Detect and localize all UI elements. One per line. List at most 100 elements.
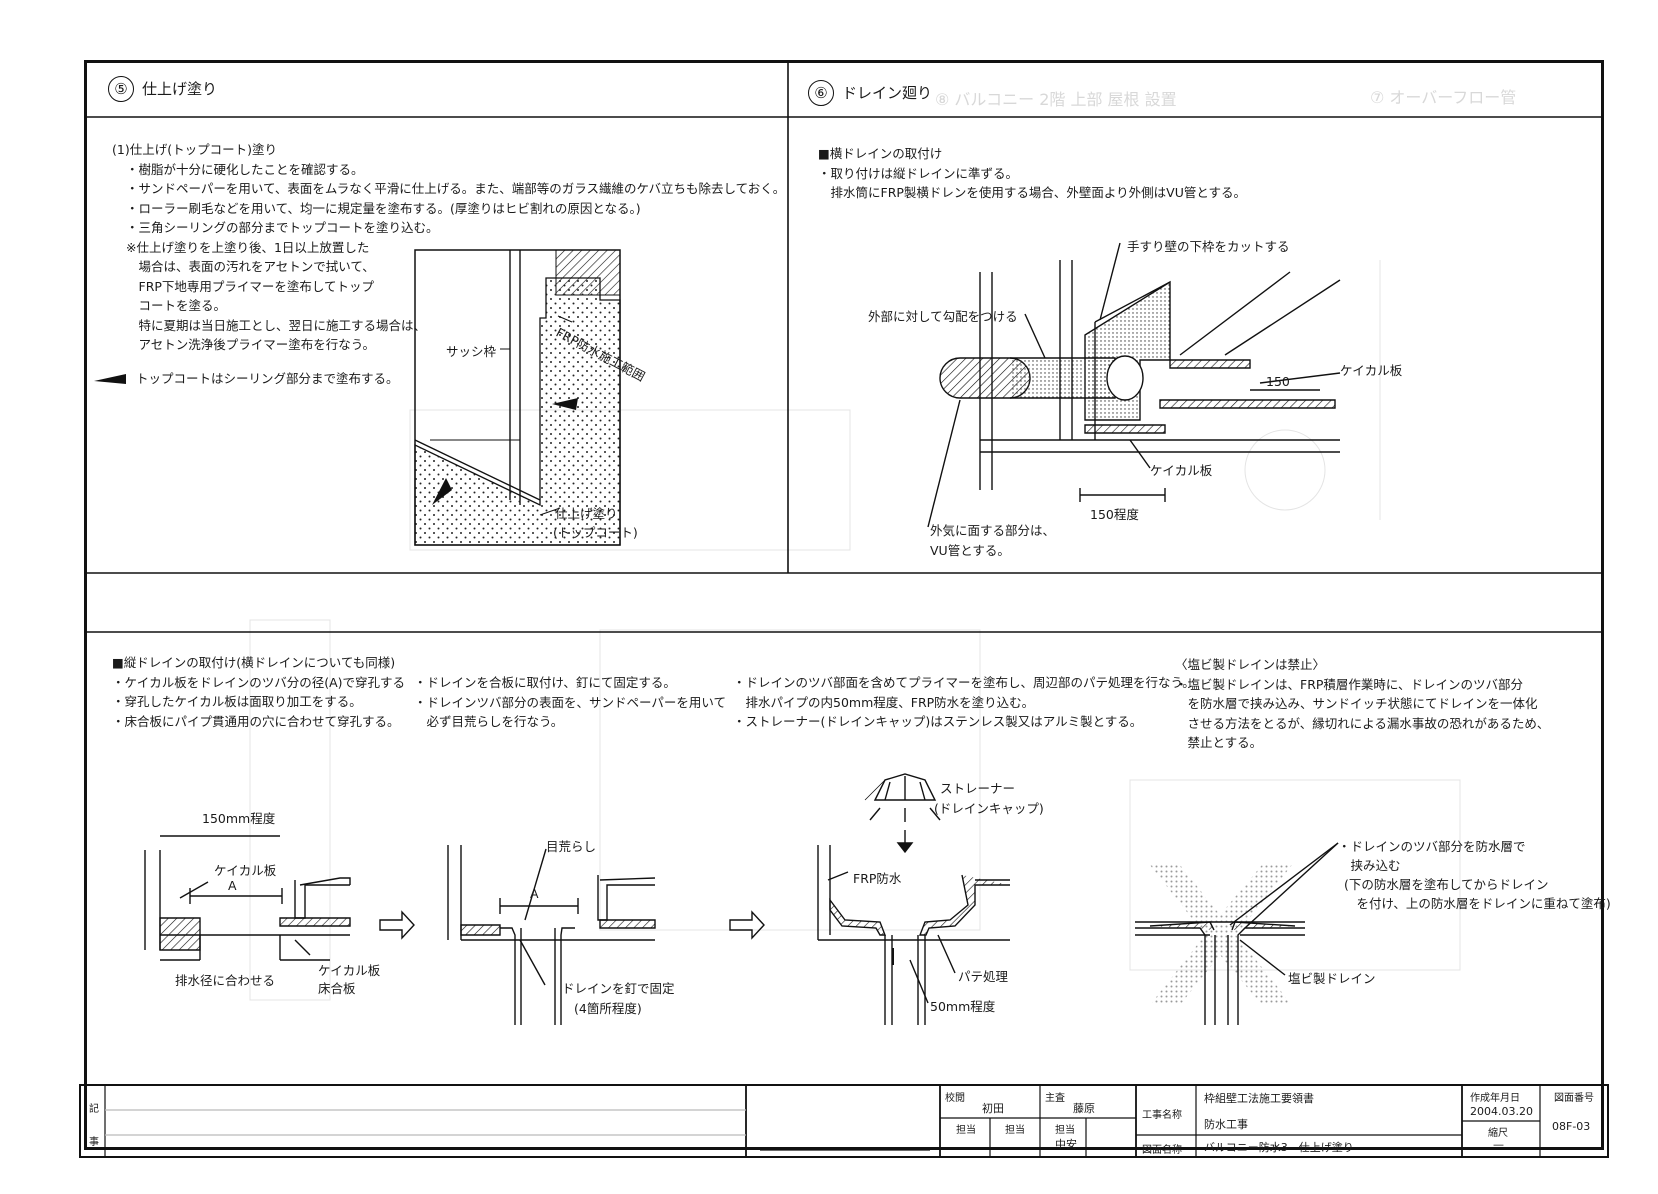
text-line: FRP下地専用プライマーを塗布してトップ — [126, 278, 375, 294]
vu-pipe-label-2: VU管とする。 — [930, 543, 1010, 558]
text-line: ・塩ビ製ドレインは、FRP積層作業時に、ドレインのツバ部分 — [1175, 676, 1524, 692]
horizontal-drain-detail — [927, 242, 1341, 528]
dim-50mm-label: 50mm程度 — [930, 999, 996, 1014]
section5-number: ⑤ — [108, 76, 134, 102]
show-through-lines — [249, 260, 1461, 1001]
sandwich-label-2: 挟み込む — [1338, 858, 1401, 873]
chief-name: 藤原 — [1073, 1102, 1095, 1115]
text-line: ■横ドレインの取付け — [818, 146, 943, 161]
nail-count-label: (4箇所程度) — [574, 1001, 642, 1016]
pvc-drain-label: 塩ビ製ドレイン — [1288, 971, 1376, 986]
scale-value: — — [1493, 1138, 1504, 1151]
step-arrow-icon — [379, 910, 415, 940]
dim-150mm-label: 150mm程度 — [202, 811, 276, 826]
remarks-label-1: 記 — [89, 1104, 99, 1115]
project-name-2: 防水工事 — [1204, 1118, 1248, 1131]
date-value: 2004.03.20 — [1470, 1105, 1533, 1118]
section6-title: ドレイン廻り — [842, 84, 933, 102]
project-name-1: 枠組壁工法施工要領書 — [1204, 1092, 1314, 1105]
topcoat-label: (トップコート) — [553, 525, 638, 540]
drain-step2-diagram — [447, 845, 656, 1025]
text-line: アセトン洗浄後プライマー塗布を行なう。 — [126, 337, 376, 352]
drain-diameter-label: 排水径に合わせる — [175, 973, 276, 988]
drawing-sheet — [84, 60, 1604, 1150]
section6-number: ⑥ — [808, 80, 834, 106]
text-line: 禁止とする。 — [1175, 735, 1263, 750]
step2-text: ・ドレインを合板に取付け、釘にて固定する。 ・ドレインツバ部分の表面を、サンドペ… — [414, 673, 726, 732]
show-through-text: ⑧ バルコニー 2階 上部 屋根 設置 — [935, 90, 1177, 109]
text-line: ・ドレインツバ部分の表面を、サンドペーパーを用いて — [414, 694, 727, 710]
text-line: ・ローラー刷毛などを用いて、均一に規定量を塗布する。(厚塗りはヒビ割れの原因とな… — [126, 200, 641, 216]
text-line: ・ケイカル板をドレインのツバ分の径(A)で穿孔する — [112, 674, 406, 690]
text-line: ・取り付けは縦ドレインに準ずる。 — [818, 165, 1019, 181]
sandwich-label-4: を付け、上の防水層をドレインに重ねて塗布) — [1344, 896, 1611, 911]
frp-waterproof-label: FRP防水 — [853, 871, 902, 886]
roughen-label: 目荒らし — [546, 839, 597, 854]
drain-cap-label: (ドレインキャップ) — [934, 801, 1044, 816]
dim-150-about-label: 150程度 — [1090, 507, 1139, 522]
finish-coat-label: 仕上げ塗り — [555, 506, 618, 521]
text-line: させる方法をとるが、縁切れによる漏水事故の恐れがあるため、 — [1175, 715, 1550, 731]
remarks-label-2: 事 — [89, 1137, 99, 1148]
pvc-warning-text: 〈塩ビ製ドレインは禁止〉 ・塩ビ製ドレインは、FRP積層作業時に、ドレインのツバ… — [1175, 655, 1549, 753]
text-line: ・ストレーナー(ドレインキャップ)はステンレス製又はアルミ製とする。 — [733, 714, 1143, 729]
vertical-drain-text: ■縦ドレインの取付け(横ドレインについても同様) ・ケイカル板をドレインのツバ分… — [112, 653, 405, 731]
show-through-text: ⑦ オーバーフロー管 — [1370, 88, 1517, 107]
text-line: ・三角シーリングの部分までトップコートを塗り込む。 — [126, 220, 439, 235]
putty-label: パテ処理 — [958, 969, 1009, 984]
sandwich-label-3: (下の防水層を塗布してからドレイン — [1344, 877, 1549, 892]
text-line: ・ドレインのツバ部面を含めてプライマーを塗布し、周辺部のパテ処理を行なう。 — [733, 675, 1195, 690]
text-line: を防水層で挟み込み、サンドイッチ状態にてドレインを一体化 — [1175, 696, 1538, 711]
text-line: ・サンドペーパーを用いて、表面をムラなく平滑に仕上げる。また、端部等のガラス繊維… — [126, 181, 786, 196]
text-line: ■縦ドレインの取付け(横ドレインについても同様) — [112, 655, 396, 670]
drain-step3-diagram — [817, 773, 1010, 1025]
keikal-label-2: ケイカル板 — [1150, 463, 1213, 478]
text-line: 〈塩ビ製ドレインは禁止〉 — [1175, 657, 1326, 672]
drawing-number-label: 図面番号 — [1554, 1093, 1594, 1104]
section6-header: ⑥ ドレイン廻り — [808, 80, 932, 106]
text-line: ・ドレインを合板に取付け、釘にて固定する。 — [414, 675, 676, 690]
text-line: 排水パイプの内50mm程度、FRP防水を塗り込む。 — [733, 694, 1035, 710]
drawing-name: バルコニー防水3 仕上げ塗り — [1204, 1141, 1354, 1154]
text-line: コートを塗る。 — [126, 298, 227, 313]
staff-label-3: 担当 — [1055, 1125, 1075, 1136]
vu-pipe-label-1: 外気に面する部分は、 — [930, 523, 1056, 538]
text-line: ・穿孔したケイカル板は面取り加工をする。 — [112, 694, 362, 709]
staff-name-3: 中安 — [1055, 1138, 1077, 1151]
section5-text: (1)仕上げ(トップコート)塗り ・樹脂が十分に硬化したことを確認する。 ・サン… — [112, 140, 785, 355]
text-line: (1)仕上げ(トップコート)塗り — [112, 142, 277, 157]
pvc-drain-prohibited-diagram — [1135, 842, 1339, 1025]
drain-step1-diagram — [144, 835, 351, 961]
sash-frame-label: サッシ枠 — [446, 344, 497, 359]
text-line: ※仕上げ塗りを上塗り後、1日以上放置した — [126, 239, 370, 255]
cut-frame-label: 手すり壁の下枠をカットする — [1127, 239, 1290, 254]
checker-name: 初田 — [982, 1102, 1004, 1115]
topcoat-detail — [414, 249, 621, 546]
text-line: 場合は、表面の汚れをアセトンで拭いて、 — [126, 259, 375, 274]
sandwich-label-1: ・ドレインのツバ部分を防水層で — [1338, 839, 1526, 854]
topcoat-note: トップコートはシーリング部分まで塗布する。 — [136, 371, 399, 386]
project-label: 工事名称 — [1142, 1110, 1182, 1121]
text-line: ・樹脂が十分に硬化したことを確認する。 — [126, 161, 364, 177]
floor-plywood-label: 床合板 — [318, 981, 356, 996]
text-line: 必ず目荒らしを行なう。 — [414, 714, 564, 729]
staff-label-1: 担当 — [956, 1125, 976, 1136]
step3-text: ・ドレインのツバ部面を含めてプライマーを塗布し、周辺部のパテ処理を行なう。 排水… — [733, 673, 1195, 732]
text-line: ・床合板にパイプ貫通用の穴に合わせて穿孔する。 — [112, 713, 400, 729]
keikal-top-label: ケイカル板 — [214, 863, 277, 878]
drawing-number: 08F-03 — [1552, 1120, 1591, 1133]
note-arrow-icon — [94, 374, 126, 384]
keikal-bottom-label: ケイカル板 — [318, 963, 381, 978]
dim-a-label-1: A — [228, 878, 237, 893]
dim-a-label-2: A — [530, 886, 539, 901]
section5-header: ⑤ 仕上げ塗り — [108, 76, 217, 102]
section5-title: 仕上げ塗り — [142, 80, 218, 98]
text-line: 特に夏期は当日施工とし、翌日に施工する場合は、 — [126, 317, 427, 333]
strainer-label: ストレーナー — [940, 781, 1016, 796]
date-label: 作成年月日 — [1470, 1093, 1520, 1104]
chief-label: 主査 — [1045, 1093, 1065, 1104]
nail-fix-label: ドレインを釘で固定 — [562, 981, 675, 996]
checker-label: 校閲 — [945, 1093, 965, 1104]
step-arrow-icon — [729, 910, 765, 940]
keikal-label-1: ケイカル板 — [1340, 363, 1403, 378]
